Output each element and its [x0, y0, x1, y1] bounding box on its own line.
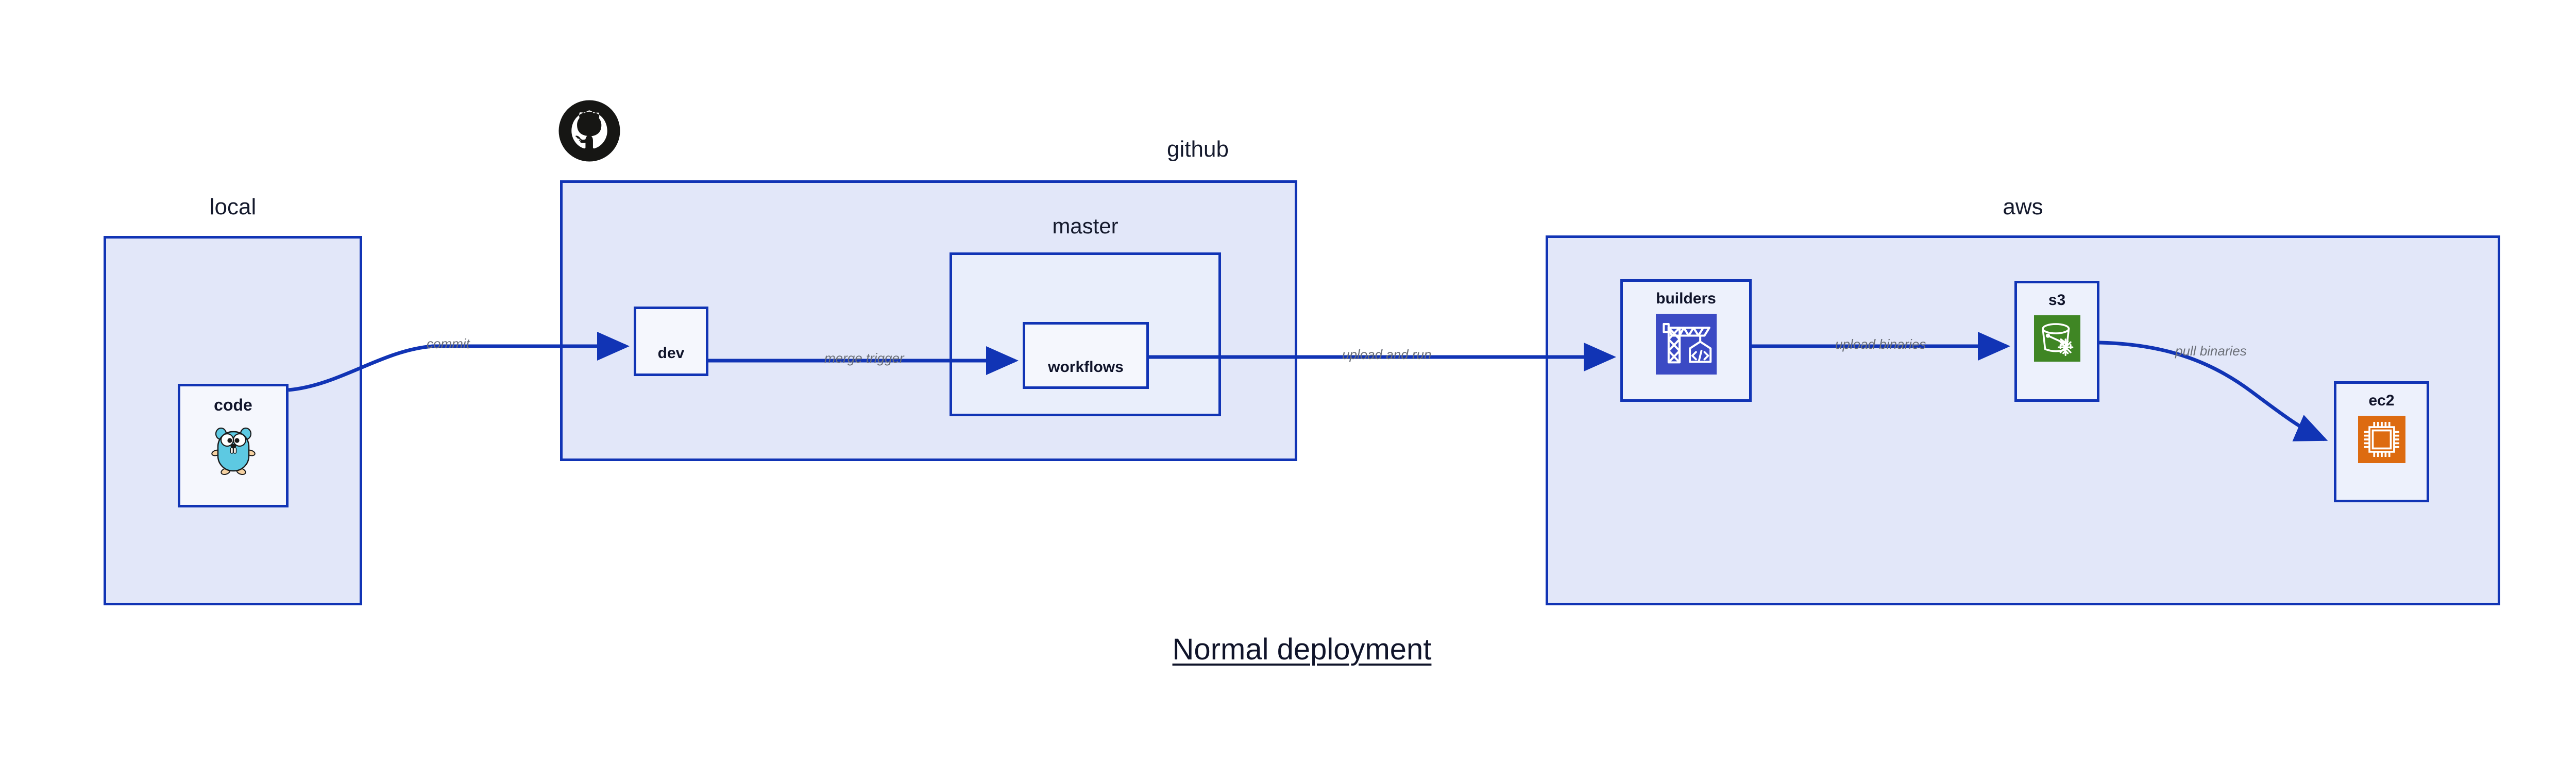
group-github-label: github [1167, 137, 1229, 162]
diagram-title: Normal deployment [1172, 633, 1432, 666]
github-octocat-icon [557, 99, 621, 163]
group-aws-label: aws [2003, 194, 2043, 219]
node-dev[interactable]: dev [634, 307, 708, 376]
edge-merge-trigger-label: merge trigger [824, 350, 904, 366]
node-workflows-label: workflows [1048, 359, 1124, 376]
edge-upload-binaries-label: upload binaries [1835, 336, 1926, 352]
node-ec2[interactable]: ec2 [2334, 381, 2429, 502]
node-builders[interactable]: builders [1620, 279, 1752, 402]
aws-codebuild-icon [1655, 314, 1717, 375]
group-master-label: master [1052, 214, 1118, 238]
edge-commit-label: commit [427, 336, 470, 351]
node-code[interactable]: code [178, 384, 289, 507]
go-gopher-icon [208, 420, 259, 477]
node-s3-label: s3 [2048, 292, 2066, 309]
node-dev-label: dev [657, 344, 685, 362]
aws-ec2-icon [2358, 416, 2405, 463]
node-builders-label: builders [1656, 290, 1716, 307]
node-s3[interactable]: s3 [2014, 281, 2099, 402]
node-workflows[interactable]: workflows [1023, 322, 1149, 389]
edge-pull-binaries-label: pull binaries [2175, 343, 2247, 359]
node-ec2-label: ec2 [2368, 392, 2395, 409]
group-local-label: local [209, 194, 257, 219]
edge-upload-and-run-label: upload and run [1342, 347, 1432, 362]
node-code-label: code [214, 396, 252, 414]
aws-s3-glacier-icon [2033, 315, 2080, 362]
